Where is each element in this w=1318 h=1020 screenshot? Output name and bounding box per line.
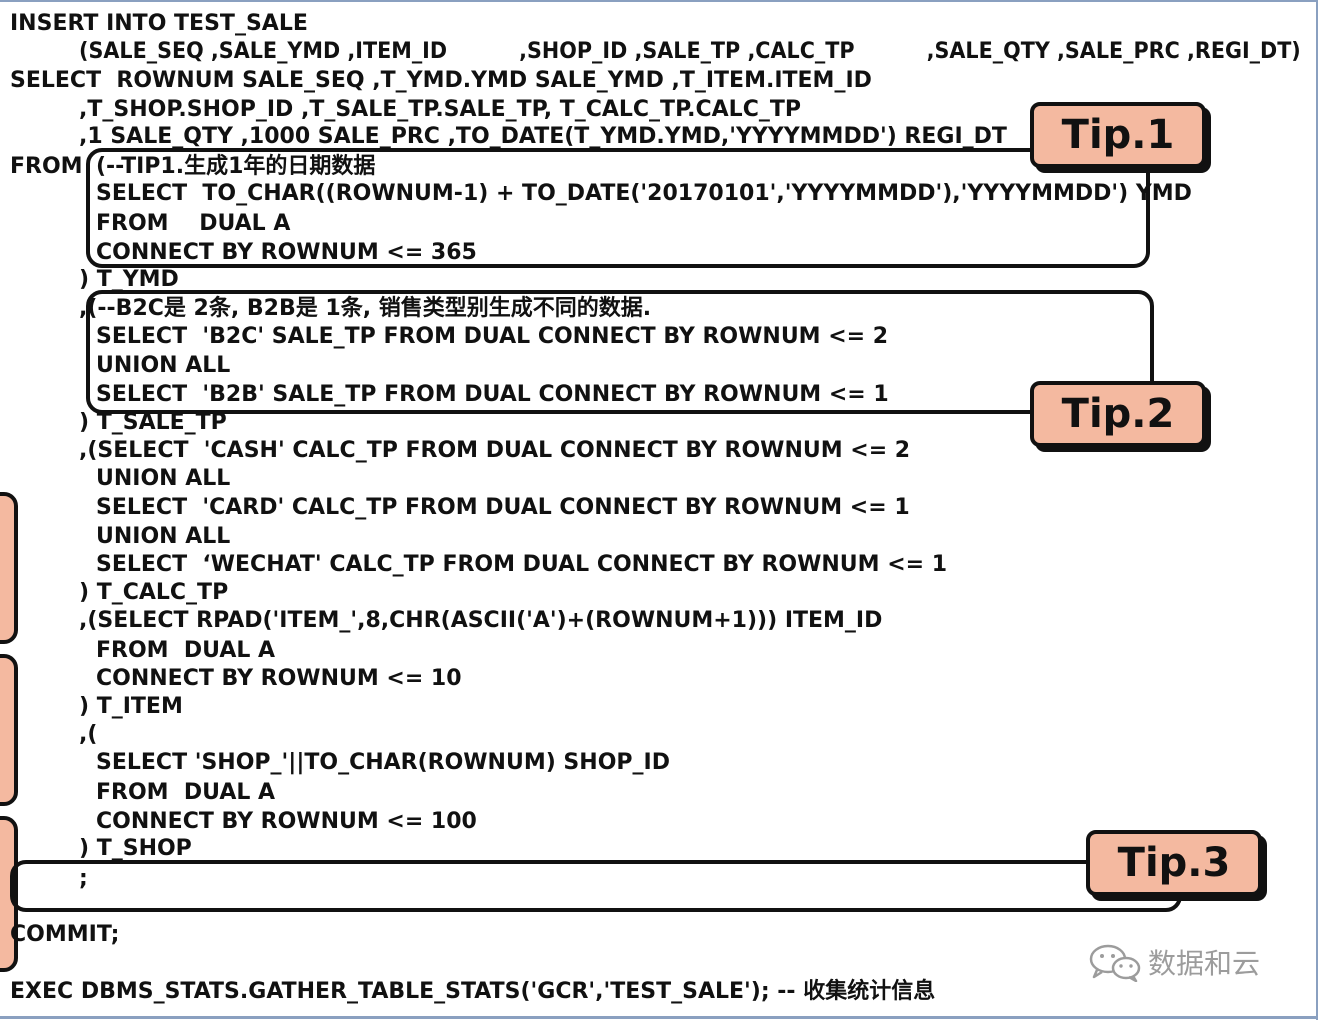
code-line: ) T_YMD bbox=[79, 267, 179, 292]
code-line: ) T_SHOP bbox=[79, 836, 192, 861]
code-line: ,(SELECT RPAD('ITEM_',8,CHR(ASCII('A')+(… bbox=[79, 608, 883, 633]
tip3-highlight-box bbox=[10, 860, 1182, 912]
code-line: FROM DUAL A bbox=[96, 780, 276, 805]
code-line: ,T_SHOP.SHOP_ID ,T_SALE_TP.SALE_TP, T_CA… bbox=[79, 97, 801, 122]
left-decorative-tab bbox=[0, 492, 18, 644]
code-line: (--TIP1.生成1年的日期数据 bbox=[96, 154, 376, 179]
code-line: UNION ALL bbox=[96, 466, 231, 491]
code-line: SELECT 'SHOP_'||TO_CHAR(ROWNUM) SHOP_ID bbox=[96, 750, 670, 775]
code-line: ,(--B2C是 2条, B2B是 1条, 销售类型别生成不同的数据. bbox=[79, 296, 652, 321]
bottom-frame-line bbox=[0, 1016, 1318, 1019]
code-line: CONNECT BY ROWNUM <= 365 bbox=[96, 240, 477, 265]
code-line: SELECT ROWNUM SALE_SEQ ,T_YMD.YMD SALE_Y… bbox=[10, 68, 872, 93]
code-line: INSERT INTO TEST_SALE bbox=[10, 11, 308, 36]
code-line: ) T_CALC_TP bbox=[79, 580, 229, 605]
right-frame-line bbox=[1316, 0, 1318, 1020]
top-frame-line bbox=[0, 0, 1318, 2]
code-line: ,( bbox=[79, 722, 98, 747]
code-line: FROM DUAL A bbox=[96, 211, 291, 236]
tip2-highlight-box bbox=[86, 290, 1154, 414]
code-line: COMMIT; bbox=[10, 922, 120, 947]
code-line: SELECT 'B2B' SALE_TP FROM DUAL CONNECT B… bbox=[96, 382, 889, 407]
code-line: UNION ALL bbox=[96, 353, 231, 378]
code-line: ; bbox=[79, 866, 88, 891]
tip1-highlight-box bbox=[86, 148, 1150, 268]
tip1-label: Tip.1 bbox=[1030, 102, 1206, 168]
left-decorative-tab bbox=[0, 654, 18, 806]
code-line: SELECT TO_CHAR((ROWNUM-1) + TO_DATE('201… bbox=[96, 181, 1192, 206]
code-line: ,(SELECT 'CASH' CALC_TP FROM DUAL CONNEC… bbox=[79, 438, 911, 463]
code-line: ) T_SALE_TP bbox=[79, 410, 227, 435]
code-line: EXEC DBMS_STATS.GATHER_TABLE_STATS('GCR'… bbox=[10, 979, 936, 1004]
watermark-text: 数据和云 bbox=[1148, 947, 1261, 980]
code-line: CONNECT BY ROWNUM <= 10 bbox=[96, 666, 462, 691]
code-line: UNION ALL bbox=[96, 524, 231, 549]
wechat-icon bbox=[1088, 942, 1142, 983]
code-line: FROM DUAL A bbox=[96, 638, 276, 663]
code-line: ) T_ITEM bbox=[79, 694, 183, 719]
code-line: CONNECT BY ROWNUM <= 100 bbox=[96, 809, 477, 834]
code-line: SELECT 'B2C' SALE_TP FROM DUAL CONNECT B… bbox=[96, 324, 889, 349]
left-decorative-tab bbox=[0, 816, 18, 972]
tip2-label: Tip.2 bbox=[1030, 381, 1206, 447]
code-line: SELECT ‘WECHAT' CALC_TP FROM DUAL CONNEC… bbox=[96, 552, 948, 577]
code-line: ,1 SALE_QTY ,1000 SALE_PRC ,TO_DATE(T_YM… bbox=[79, 124, 1007, 149]
code-line: (SALE_SEQ ,SALE_YMD ,ITEM_ID ,SHOP_ID ,S… bbox=[79, 39, 1301, 64]
tip3-label: Tip.3 bbox=[1086, 830, 1262, 896]
code-line: FROM bbox=[10, 154, 83, 179]
code-line: SELECT 'CARD' CALC_TP FROM DUAL CONNECT … bbox=[96, 495, 910, 520]
watermark: 数据和云 bbox=[1088, 940, 1288, 984]
